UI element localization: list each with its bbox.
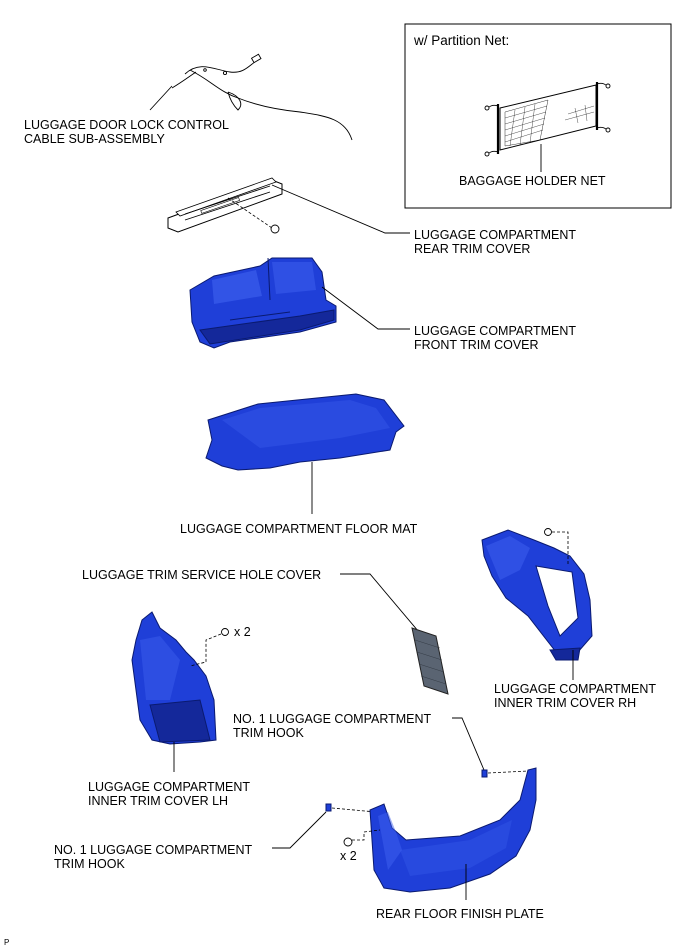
upper-hook-icon	[481, 769, 488, 778]
qty-plate: x 2	[340, 849, 357, 863]
service-hole-label: LUGGAGE TRIM SERVICE HOLE COVER	[82, 568, 321, 582]
qty-lh: x 2	[234, 625, 251, 639]
front-trim-cover-drawing	[189, 257, 337, 349]
inner-rh-label-line2: INNER TRIM COVER RH	[494, 696, 636, 710]
front-trim-label-line2: FRONT TRIM COVER	[414, 338, 539, 352]
service-hole-cover-drawing	[411, 627, 449, 695]
inset-title: w/ Partition Net:	[413, 33, 509, 48]
cable-label-line1: LUGGAGE DOOR LOCK CONTROL	[24, 118, 229, 132]
hook-lower-label-line1: NO. 1 LUGGAGE COMPARTMENT	[54, 843, 253, 857]
corner-mark: P	[4, 938, 9, 947]
rear-trim-cover-drawing	[167, 177, 283, 234]
cable-label-line2: CABLE SUB-ASSEMBLY	[24, 132, 165, 146]
finish-plate-label: REAR FLOOR FINISH PLATE	[376, 907, 544, 921]
hook-upper-label-line2: TRIM HOOK	[233, 726, 304, 740]
lh-clip-icon	[221, 628, 229, 636]
baggage-holder-net-label: BAGGAGE HOLDER NET	[459, 174, 606, 188]
inner-trim-rh-drawing	[481, 529, 593, 661]
partition-net-inset: w/ Partition Net: BAGGAGE HOLDER NET	[404, 23, 672, 209]
floor-mat-drawing	[205, 393, 405, 471]
rear-floor-finish-plate-drawing	[369, 767, 537, 893]
floor-mat-label: LUGGAGE COMPARTMENT FLOOR MAT	[180, 522, 418, 536]
inner-lh-label-line2: INNER TRIM COVER LH	[88, 794, 228, 808]
hook-upper-label-line1: NO. 1 LUGGAGE COMPARTMENT	[233, 712, 432, 726]
lower-hook-icon	[325, 803, 332, 812]
luggage-door-lock-cable-drawing	[171, 53, 353, 141]
inner-lh-label-line1: LUGGAGE COMPARTMENT	[88, 780, 250, 794]
baggage-holder-net-drawing	[484, 82, 611, 157]
rh-clip-icon	[544, 528, 552, 536]
rear-trim-label-line2: REAR TRIM COVER	[414, 242, 530, 256]
inner-rh-label-line1: LUGGAGE COMPARTMENT	[494, 682, 656, 696]
front-trim-label-line1: LUGGAGE COMPARTMENT	[414, 324, 576, 338]
rear-trim-label-line1: LUGGAGE COMPARTMENT	[414, 228, 576, 242]
inner-trim-lh-drawing	[131, 611, 217, 745]
plate-clip-icon	[343, 837, 353, 847]
hook-lower-label-line2: TRIM HOOK	[54, 857, 125, 871]
